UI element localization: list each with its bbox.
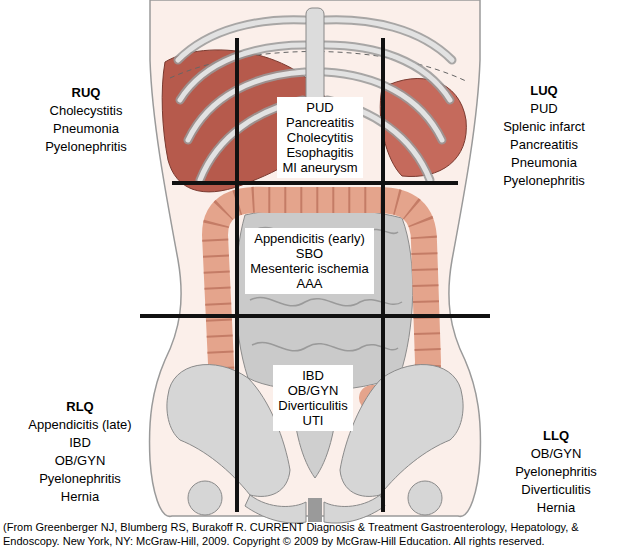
condition-label: Splenic infarct <box>503 118 585 135</box>
grid-line <box>381 38 385 512</box>
condition-label: Diverticulitis <box>521 481 590 498</box>
condition-label: Pyelonephritis <box>39 470 121 487</box>
pelvis-left-wing <box>167 365 290 497</box>
region-box: Appendicitis (early)SBOMesenteric ischem… <box>245 228 374 294</box>
small-intestine <box>236 208 413 391</box>
condition-text: Pancreatitis <box>277 115 363 130</box>
condition-label: Pyelonephritis <box>45 138 127 155</box>
condition-text: SBO <box>245 246 374 261</box>
condition-text: AAA <box>245 276 374 291</box>
quadrant-heading: RUQ <box>72 84 101 101</box>
condition-label: Cholecystitis <box>50 102 123 119</box>
grid-line <box>172 181 458 185</box>
condition-text: Cholecytitis <box>277 130 363 145</box>
condition-label: OB/GYN <box>531 445 582 462</box>
region-box: PUDPancreatitisCholecytitisEsophagitisMI… <box>277 97 363 178</box>
pelvis-right-wing <box>340 365 463 497</box>
femur-head <box>408 481 442 515</box>
pubic-bone <box>245 495 385 523</box>
grid-line <box>140 314 490 318</box>
condition-label: OB/GYN <box>55 452 106 469</box>
quadrant-heading: RLQ <box>66 398 93 415</box>
condition-label: PUD <box>530 100 557 117</box>
femur-head <box>188 481 222 515</box>
condition-label: IBD <box>69 434 91 451</box>
condition-text: IBD <box>273 368 353 383</box>
condition-text: Esophagitis <box>277 145 363 160</box>
condition-label: Appendicitis (late) <box>28 416 131 433</box>
condition-text: PUD <box>277 100 363 115</box>
condition-label: Pancreatitis <box>510 136 578 153</box>
colon-haustra <box>215 200 428 399</box>
condition-text: Diverticulitis <box>273 398 353 413</box>
condition-label: Pyelonephritis <box>515 463 597 480</box>
quadrant-heading: LUQ <box>530 82 557 99</box>
condition-label: Pneumonia <box>53 120 119 137</box>
condition-label: Pyelonephritis <box>503 172 585 189</box>
grid-line <box>235 38 239 512</box>
source-caption: (From Greenberger NJ, Blumberg RS, Burak… <box>3 520 621 548</box>
region-box: IBDOB/GYNDiverticulitisUTI <box>273 365 353 431</box>
condition-text: UTI <box>273 413 353 428</box>
condition-label: Hernia <box>61 488 99 505</box>
loop <box>252 343 398 351</box>
condition-label: Hernia <box>537 499 575 516</box>
pubic-symphysis <box>308 498 322 522</box>
colon <box>215 200 428 399</box>
condition-text: MI aneurysm <box>277 160 363 175</box>
condition-label: Pneumonia <box>511 154 577 171</box>
quadrant-heading: LLQ <box>543 427 569 444</box>
body-outline <box>150 0 481 516</box>
loop <box>250 298 402 306</box>
condition-text: OB/GYN <box>273 383 353 398</box>
condition-text: Mesenteric ischemia <box>245 261 374 276</box>
condition-text: Appendicitis (early) <box>245 231 374 246</box>
region-grid <box>140 38 490 512</box>
